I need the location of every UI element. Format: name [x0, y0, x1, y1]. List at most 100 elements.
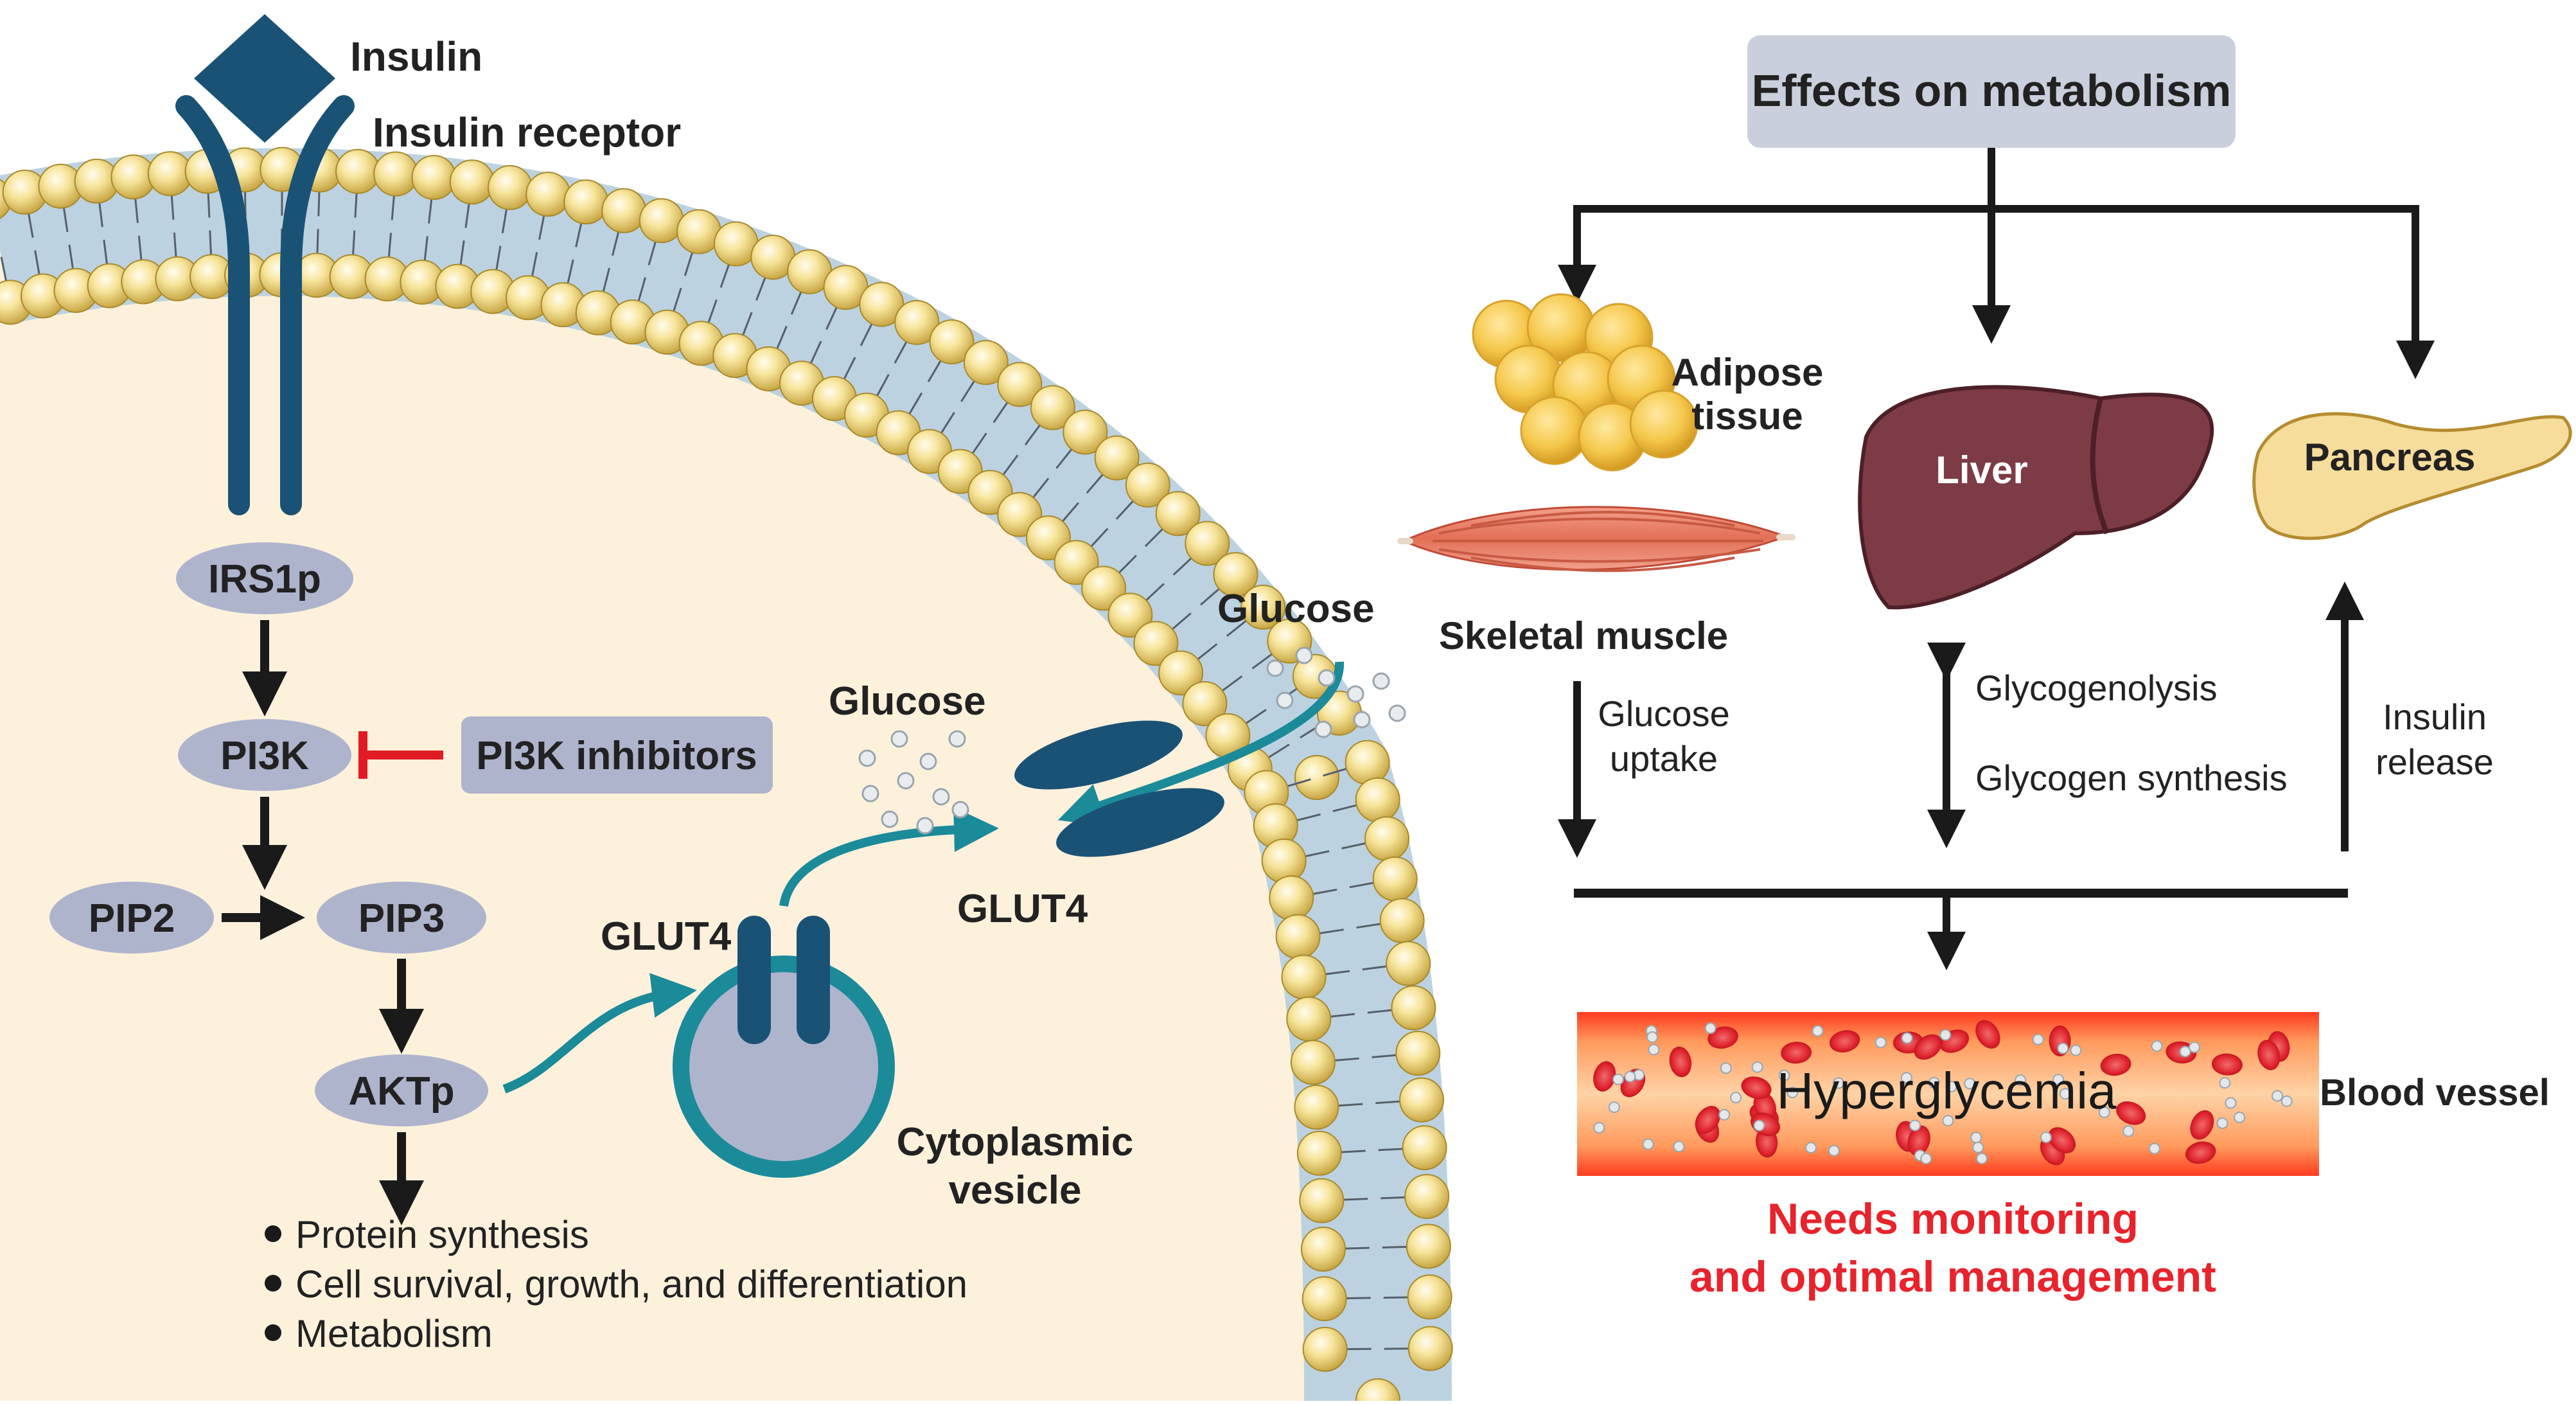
- effects-title: Effects on metabolism: [1752, 66, 2232, 116]
- phospholipid-head: [526, 172, 570, 216]
- glucose-molecule: [1277, 693, 1292, 708]
- phospholipid-head: [602, 189, 646, 233]
- glucose-molecule: [2041, 1132, 2051, 1142]
- phospholipid-head: [488, 166, 532, 209]
- distribution-arrows: [1577, 148, 2415, 360]
- glucose-inside-label: Glucose: [829, 679, 986, 724]
- glucose-molecule: [2123, 1126, 2133, 1136]
- blood-vessel-label: Blood vessel: [2320, 1072, 2550, 1114]
- phospholipid-head: [1294, 1085, 1338, 1129]
- pancreas-label: Pancreas: [2304, 436, 2476, 479]
- glucose-molecule: [1389, 706, 1405, 721]
- phospholipid-head: [1386, 942, 1430, 986]
- glucose-molecule: [1296, 648, 1312, 663]
- vesicle-label-line1: Cytoplasmic: [897, 1120, 1134, 1164]
- phospholipid-head: [1400, 1078, 1443, 1122]
- glucose-molecule: [1674, 1141, 1684, 1151]
- irs1p-label: IRS1p: [208, 557, 321, 601]
- glucose-molecule: [1625, 1072, 1635, 1082]
- phospholipid-head: [1269, 876, 1313, 920]
- node-pip3: PIP3: [317, 882, 486, 954]
- glucose-molecule: [1921, 1153, 1931, 1164]
- glucose-molecule: [2070, 1045, 2081, 1056]
- phospholipid-head: [1391, 986, 1435, 1029]
- phospholipid-head: [1373, 857, 1417, 901]
- phospholipid-head: [1301, 1227, 1345, 1271]
- glucose-molecule: [1647, 1032, 1657, 1042]
- glucose-molecule: [2218, 1118, 2228, 1128]
- pip2-label: PIP2: [89, 896, 175, 941]
- adipose-label-line2: tissue: [1691, 395, 1803, 438]
- glucose-molecule: [1613, 1074, 1623, 1085]
- glucose-molecule: [1648, 1044, 1659, 1054]
- adipose-cell: [1630, 391, 1697, 458]
- node-aktp: AKTp: [315, 1054, 488, 1126]
- glucose-molecule: [1731, 1092, 1741, 1103]
- phospholipid-head: [1365, 817, 1409, 860]
- glucose-molecule: [2058, 1044, 2068, 1054]
- phospholipid-head: [640, 199, 684, 242]
- phospholipid-head: [1407, 1224, 1451, 1268]
- insulin-diamond: [194, 14, 335, 143]
- bullet-icon: [265, 1225, 281, 1242]
- glucose-molecule: [1977, 1153, 1987, 1164]
- glucose-molecule: [2149, 1144, 2160, 1154]
- glut4-membrane-label: GLUT4: [957, 887, 1088, 931]
- vesicle-glut4-right: [797, 916, 830, 1044]
- glucose-molecule: [953, 802, 968, 817]
- phospholipid-head: [1300, 1178, 1343, 1222]
- glucose-molecule: [1354, 712, 1370, 727]
- glucose-uptake-label-line2: uptake: [1610, 738, 1718, 779]
- glucose-molecule: [1752, 1062, 1763, 1072]
- bullet-icon: [265, 1324, 281, 1341]
- phospholipid-head: [1276, 915, 1320, 959]
- glucose-molecule: [2272, 1090, 2282, 1101]
- node-irs1p: IRS1p: [176, 542, 353, 614]
- glucose-molecule: [1609, 1102, 1619, 1112]
- phospholipid-head: [1405, 1175, 1449, 1218]
- glucose-molecule: [1876, 1037, 1886, 1047]
- phospholipid-head: [450, 160, 494, 204]
- needs-monitoring-line1: Needs monitoring: [1767, 1195, 2139, 1243]
- insulin-label: Insulin: [350, 33, 482, 80]
- glucose-molecule: [860, 751, 875, 766]
- phospholipid-head: [1287, 997, 1330, 1041]
- phospholipid-head: [1381, 899, 1424, 943]
- glucose-molecule: [2033, 1035, 2043, 1045]
- node-pi3k: PI3K: [178, 719, 351, 791]
- phospholipid-head: [1298, 1132, 1341, 1175]
- glucose-molecule: [1316, 722, 1331, 737]
- phospholipid-head: [1295, 756, 1339, 799]
- glucose-molecule: [1706, 1023, 1716, 1033]
- phospholipid-head: [564, 180, 608, 224]
- phospholipid-head: [1403, 1126, 1447, 1169]
- liver-label: Liver: [1936, 449, 2027, 492]
- glucose-molecule: [1754, 1121, 1764, 1131]
- glucose-molecule: [882, 812, 897, 827]
- adipose-label-line1: Adipose: [1672, 351, 1824, 394]
- vesicle-glut4-left: [737, 916, 771, 1044]
- glucose-molecule: [1806, 1142, 1816, 1153]
- phospholipid-head: [1408, 1275, 1452, 1319]
- glucose-molecule: [1829, 1146, 1839, 1156]
- needs-monitoring-line2: and optimal management: [1689, 1252, 2216, 1301]
- pi3k-inhibitors-label: PI3K inhibitors: [476, 734, 757, 778]
- adipose-tissue-cells: [1473, 294, 1697, 470]
- glycogen-synthesis-label: Glycogen synthesis: [1975, 758, 2288, 798]
- phospholipid-head: [336, 150, 380, 193]
- glucose-molecule: [921, 754, 936, 769]
- adipose-cell: [1521, 397, 1588, 464]
- insulin-release-label-line2: release: [2376, 742, 2494, 782]
- vesicle-label-line2: vesicle: [949, 1168, 1082, 1213]
- glucose-outside-label: Glucose: [1217, 587, 1375, 631]
- node-pip2: PIP2: [49, 882, 214, 954]
- glucose-molecule: [892, 731, 907, 747]
- glucose-molecule: [2282, 1096, 2292, 1106]
- glucose-molecule: [1348, 686, 1363, 702]
- pi3k-label: PI3K: [220, 734, 309, 778]
- glucose-molecule: [863, 786, 878, 801]
- glycogenolysis-label: Glycogenolysis: [1975, 668, 2218, 708]
- glucose-molecule: [1973, 1142, 1983, 1153]
